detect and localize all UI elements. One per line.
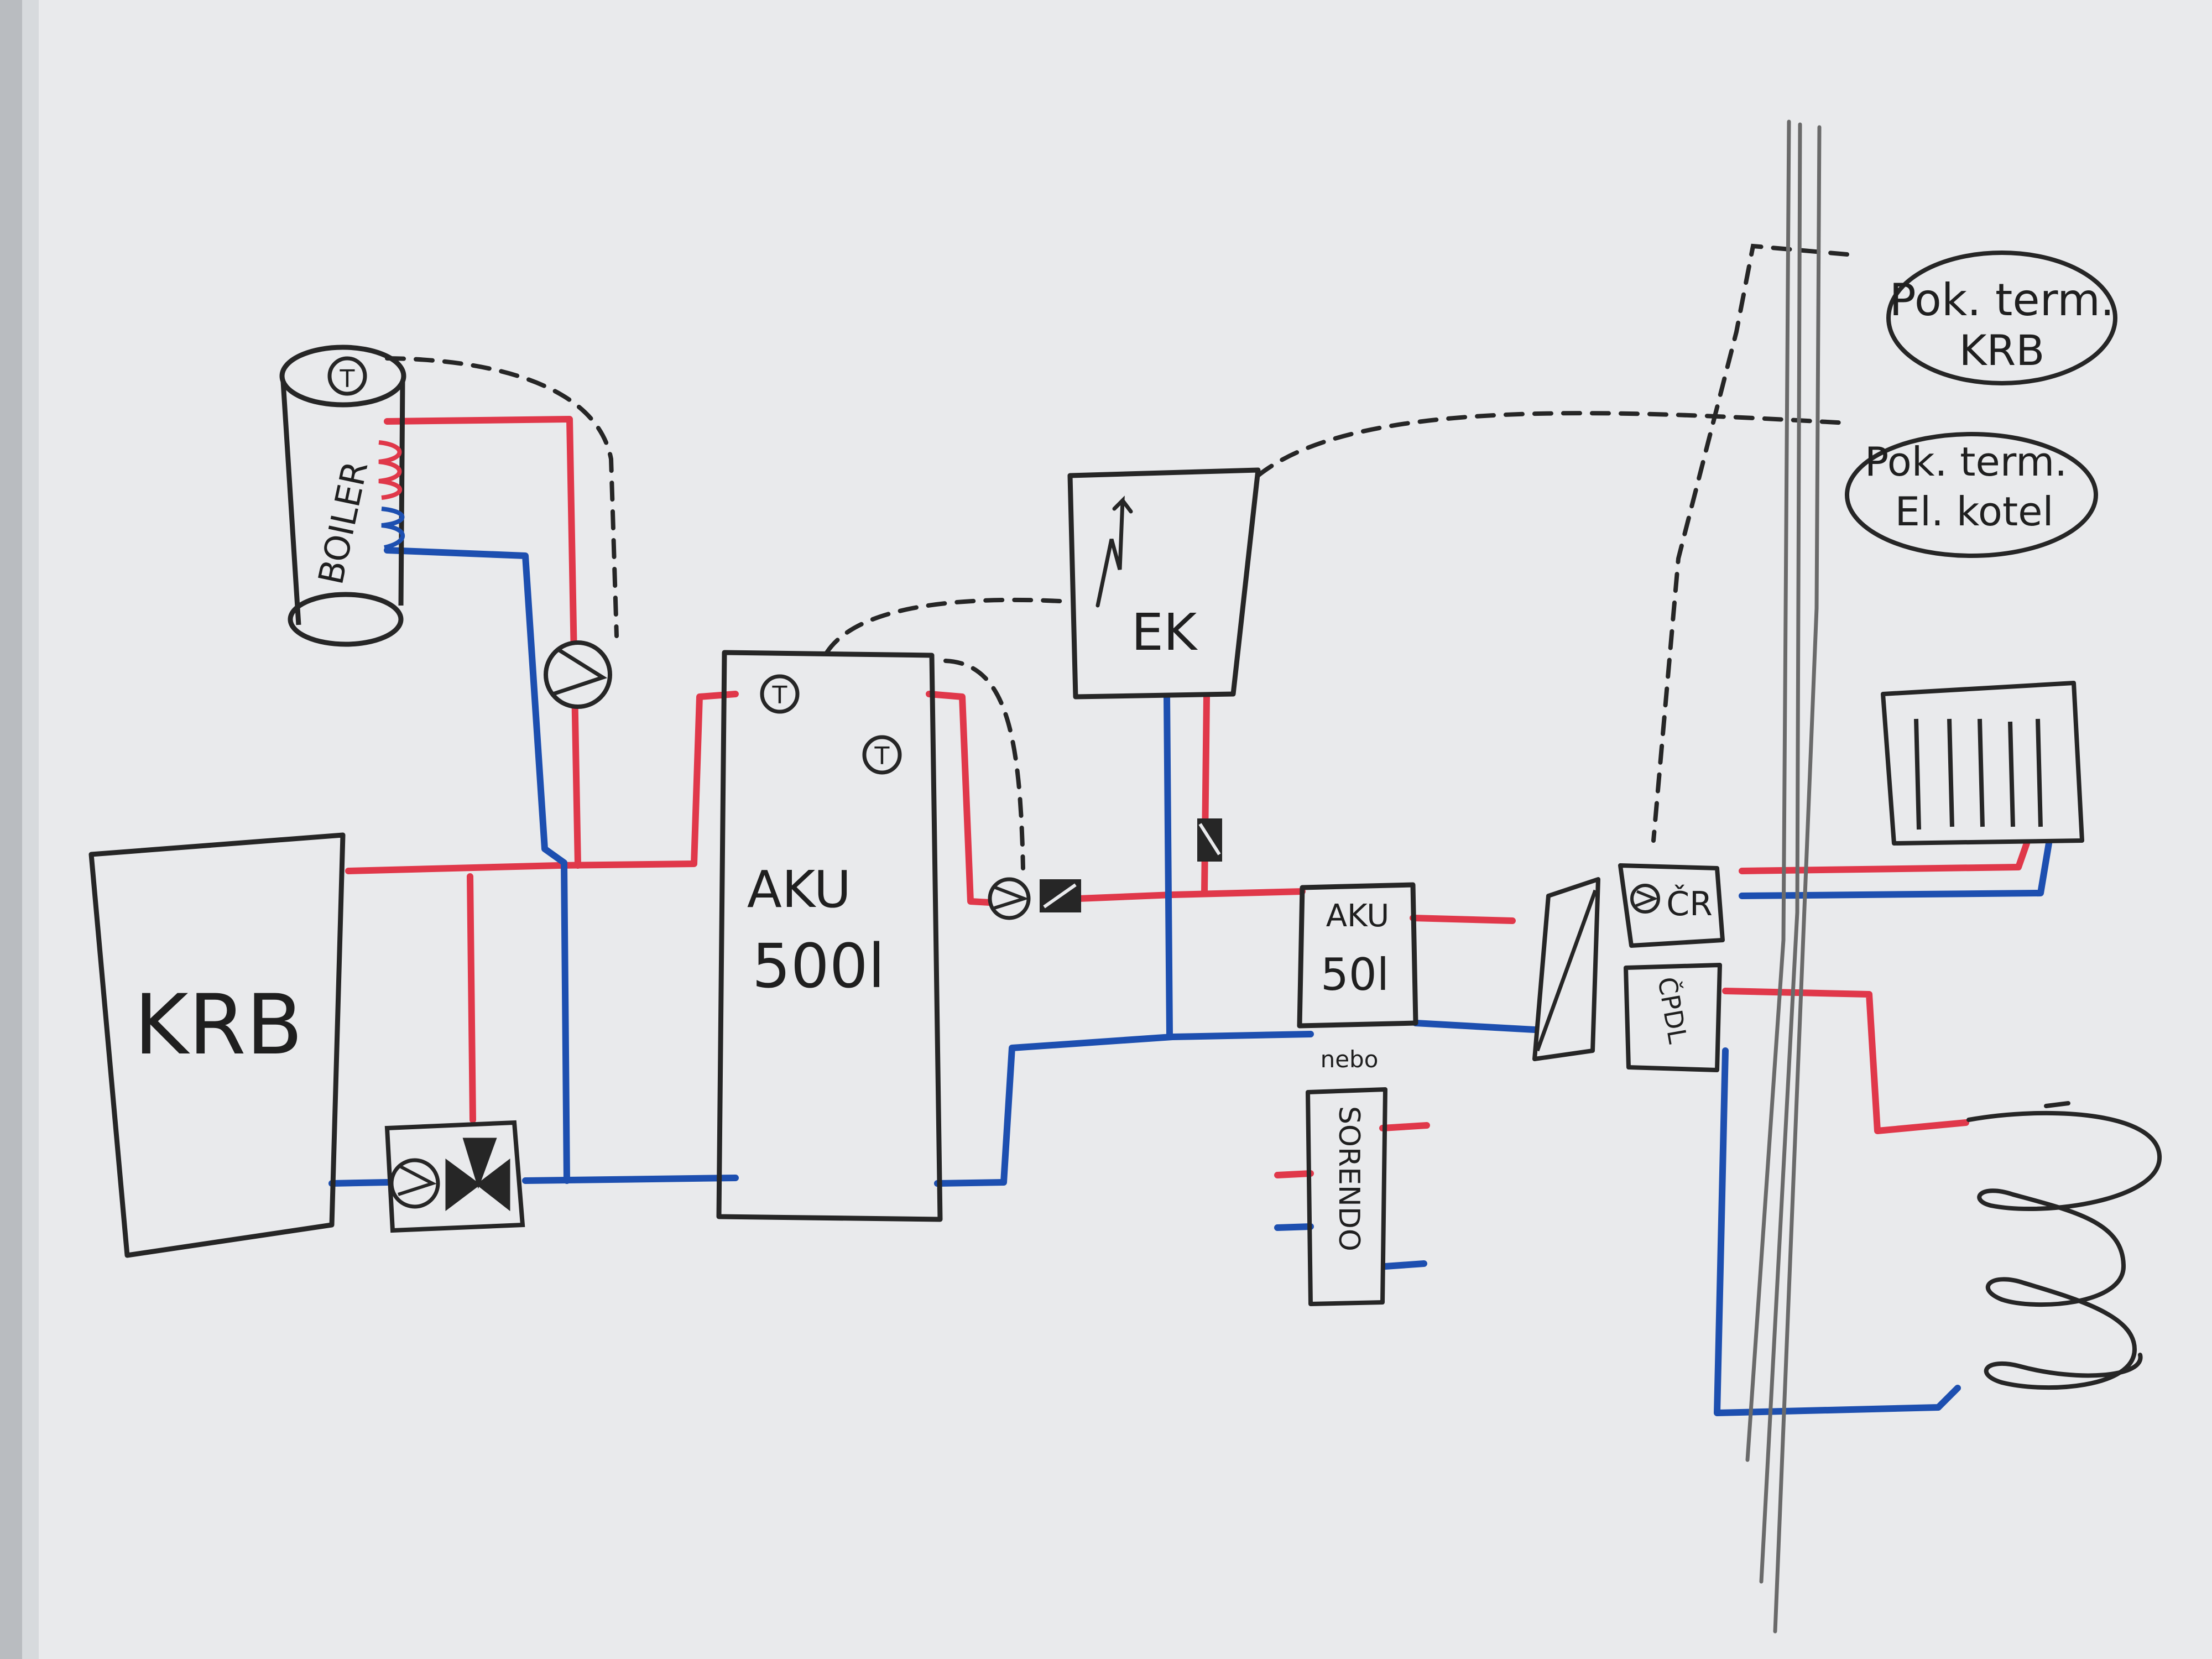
aku-500-tank: AKU 500l T T [716,650,943,1222]
aku-return-out [934,1031,1314,1187]
boiler-return-pipe [384,547,570,1184]
krb-label: KRB [134,977,303,1073]
check-valve-icon [1040,879,1081,912]
thermometer-icon: T [760,674,800,714]
boiler-top [279,345,406,408]
boiler-supply-pipe [384,416,581,869]
separator-outline [1532,877,1600,1061]
check-valve-icon [1197,818,1222,862]
aku-500-outline [716,650,943,1222]
boiler [279,345,406,647]
aku-50-outline [1297,882,1418,1029]
floor-return [1714,1047,1961,1416]
boiler-coil-blue [381,507,405,550]
cr-label: ČR [1666,884,1713,924]
lightning-icon [1095,495,1133,608]
wall [1745,119,1822,1634]
aku50-return-out [1412,1020,1538,1033]
temp-sensor-label: T [340,365,355,393]
thermostat-ek-line1: Pok. term. [1865,439,2067,485]
ek-return-pipe [1164,693,1173,1037]
boiler-bottom [288,592,404,647]
pump-icon [389,1158,440,1209]
boiler-temp-sensor: T [327,356,367,396]
thermostat-krb-line2: KRB [1959,326,2045,375]
radiator-return [1739,840,2052,899]
ek-to-room-thermostat [1256,411,1849,478]
control-lines [385,243,1849,870]
thermometer-icon: T [862,735,902,775]
thermostat-ek-line2: El. kotel [1895,488,2054,535]
pump-icon [544,640,612,709]
aku-sensor-to-ek [825,597,1072,655]
pump-icon [1630,884,1660,914]
sorendo-unit: SORENDO [1306,1087,1387,1306]
sorendo-red-2 [1274,1170,1314,1178]
supply-header [1075,888,1306,902]
krb-outline [88,832,346,1258]
aku-mid-sensor-label: T [874,742,890,770]
aku-500-label-line2: 500l [752,931,885,1001]
separator-diagonal [1535,889,1598,1052]
return-pipes [328,547,2052,1416]
thermostat-krb-line1: Pok. term. [1890,274,2115,326]
cr-outline [1618,863,1725,948]
ek-label: EK [1131,603,1198,662]
floor-heating-coil-icon [1966,1101,2162,1390]
ek-outline [1067,467,1261,700]
radiator-icon [1881,681,2084,846]
cpdl-outline [1624,963,1722,1072]
cr-radiator-circuit: ČR [1618,863,1725,948]
boiler-body [280,381,405,625]
sorendo-outline [1306,1087,1387,1306]
whiteboard-edge [22,0,39,1659]
boiler-sensor-to-pump [385,356,619,638]
krb-return-pipe [328,1179,390,1187]
krb-stove: KRB [88,832,346,1258]
aku50-supply-out [1410,915,1516,924]
wall-line-left [1745,119,1791,1462]
floor-supply [1722,988,1969,1134]
krb-to-valve-red [467,873,476,1123]
valve-to-aku-return [522,1175,739,1184]
hydraulic-separator-icon [1532,877,1600,1061]
sorendo-label: SORENDO [1332,1106,1365,1251]
wall-line-right [1773,125,1822,1634]
radiator-outline [1881,681,2084,846]
room-thermostat-krb: Pok. term. KRB [1886,251,2117,385]
three-way-valve-icon [445,1138,510,1212]
aku-50-tank: AKU 50l [1297,882,1418,1029]
sorendo-blue-1 [1274,1223,1314,1231]
aku-sensor-to-pump [943,659,1025,870]
thermostat-ek-outline [1845,432,2098,558]
pump-icon [988,877,1031,920]
whiteboard-surface [39,0,2212,1659]
sorendo-blue-2 [1382,1260,1427,1270]
aku-top-sensor-label: T [772,681,787,709]
ek-electric-boiler: EK [1067,467,1261,700]
room-thermostat-el-kotel: Pok. term. El. kotel [1845,432,2098,558]
wall-line-middle [1759,122,1802,1584]
sorendo-red-1 [1379,1122,1430,1131]
aku-50-label-line1: AKU [1326,898,1390,934]
nebo-label: nebo [1321,1046,1379,1073]
aku-500-label-line1: AKU [747,860,851,919]
thermostat-krb-outline [1886,251,2117,385]
boiler-coil-red [378,440,402,500]
krb-supply-pipe [345,691,739,874]
mixing-group [384,1120,525,1233]
ek-supply-pipe [1201,693,1210,895]
krb-thermostat-line [1651,243,1849,843]
aku-50-label-line2: 50l [1321,949,1389,1000]
radiator-supply [1739,840,2030,874]
radiator-fins [1914,718,2043,830]
aku-to-pump-supply [926,691,993,906]
